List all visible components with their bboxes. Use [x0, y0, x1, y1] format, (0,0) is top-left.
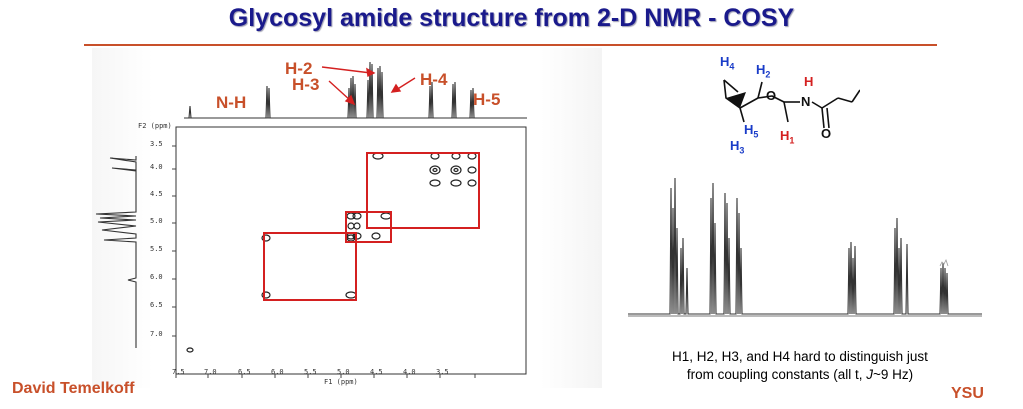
- f2-tick: 4.5: [150, 190, 163, 198]
- f1-tick: 7.5: [172, 368, 185, 376]
- peak-label-nh: N-H: [216, 93, 247, 112]
- peak-label-h2: H-2: [285, 59, 313, 78]
- mol-label-h4: H4: [720, 54, 735, 72]
- mol-label-h3: H3: [730, 138, 745, 156]
- f2-axis-ticks: [172, 145, 176, 337]
- mol-label-h1: H1: [780, 128, 795, 146]
- mol-label-n: N: [801, 94, 811, 109]
- f2-tick: 3.5: [150, 140, 163, 148]
- f2-tick: 5.0: [150, 217, 163, 225]
- mol-label-o-ring: O: [766, 88, 777, 103]
- f1-tick: 4.0: [403, 368, 416, 376]
- f1-tick: 4.5: [370, 368, 383, 376]
- institution-name: YSU: [951, 385, 984, 402]
- peak-label-h3: H-3: [292, 75, 320, 94]
- glycosyl-amide-structure: H4 H2 H O N H5 H1 H3 O: [700, 52, 861, 162]
- f1-tick: 7.0: [204, 368, 217, 376]
- proton-1d-spectrum-graphic: [628, 177, 982, 317]
- f2-tick: 4.0: [150, 163, 163, 171]
- cosy-spectrum-graphic: [95, 61, 527, 378]
- f1-tick: 5.0: [337, 368, 350, 376]
- nh-h1-box: [263, 232, 357, 301]
- caption-line-1: H1, H2, H3, and H4 hard to distinguish j…: [672, 349, 928, 364]
- f1-axis-label: F1 (ppm): [324, 378, 358, 386]
- mol-label-h2: H2: [756, 62, 771, 80]
- f1-tick: 6.0: [271, 368, 284, 376]
- h2-h3-box: [345, 211, 392, 243]
- f2-axis-label: F2 (ppm): [138, 122, 172, 130]
- f1-tick-labels: 7.5 7.0 6.5 6.0 5.5 5.0 4.5 4.0 3.5: [92, 368, 602, 380]
- f2-tick: 6.0: [150, 273, 163, 281]
- caption-line-2: from coupling constants (all t, J~9 Hz): [686, 367, 914, 382]
- f1-tick: 6.5: [238, 368, 251, 376]
- slide-title: Glycosyl amide structure from 2-D NMR - …: [228, 4, 795, 32]
- left-projection-peaks: [95, 156, 137, 348]
- f1-axis-ticks: [175, 374, 476, 378]
- molecule-bonds: [723, 79, 861, 129]
- mol-label-h-nh: H: [804, 74, 814, 89]
- cosy-spectrum-panel: F2 (ppm) 3.5 4.0 4.5 5.0 5.5 6.0 6.5 7.0…: [92, 48, 602, 388]
- label-arrows: [321, 66, 416, 106]
- f2-tick: 6.5: [150, 301, 163, 309]
- spectrum-caption: H1, H2, H3, and H4 hard to distinguish j…: [600, 348, 1000, 384]
- h2-h5-box: [366, 152, 480, 229]
- mol-label-h5: H5: [744, 122, 759, 140]
- cosy-plot-frame: [175, 126, 527, 375]
- proton-1d-spectrum: [620, 168, 990, 326]
- correlation-boxes: [263, 152, 480, 301]
- f1-tick: 5.5: [304, 368, 317, 376]
- title-divider: [84, 44, 937, 46]
- peak-label-h4: H-4: [420, 70, 448, 89]
- f2-tick: 5.5: [150, 245, 163, 253]
- author-name: David Temelkoff: [12, 380, 135, 397]
- peak-label-h5: H-5: [473, 90, 501, 109]
- f2-tick: 7.0: [150, 330, 163, 338]
- f1-tick: 3.5: [436, 368, 449, 376]
- cross-peaks: [186, 152, 477, 353]
- top-projection-peaks: [184, 61, 527, 119]
- mol-label-o-carbonyl: O: [821, 126, 832, 141]
